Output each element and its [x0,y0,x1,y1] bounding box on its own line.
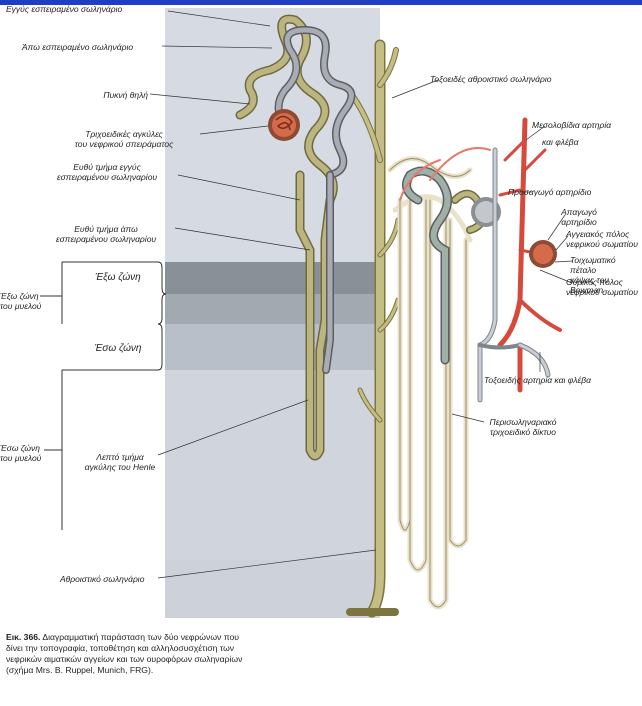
outer-zone-band-lower [165,294,380,324]
outer-zone-band [165,262,380,294]
label-proximal-straight: Ευθύ τμήμα εγγύς εσπειραμένου σωληναρίου [34,162,180,182]
left-glomerulus [268,109,300,141]
label-medulla-outer: Έξω ζώνη του μυελού [0,291,41,311]
right-nephron [406,171,482,360]
small-glomerulus [529,240,557,268]
label-interlobular-artery: Μεσολοβίδια αρτηρία [532,120,611,130]
caption-text: Διαγραμματική παράσταση των δύο νεφρώνων… [6,632,242,675]
caption-figure-number: Εικ. 366. [6,632,40,642]
label-glomerular-loops: Τριχοειδικές αγκύλες του νεφρικού σπειρά… [50,129,198,149]
label-urinary-pole: Ουρικός πόλος νεφρικού σωματίου [566,277,638,297]
label-efferent-arteriole: Απαγωγό αρτηρίδιο [555,207,603,227]
label-distal-convoluted: Άπω εσπειραμένο σωληνάριο [22,42,133,52]
label-collecting-duct: Αθροιστικό σωληνάριο [60,574,144,584]
label-distal-straight: Ευθύ τμήμα άπω εσπειραμένου σωληναρίου [36,224,176,244]
label-vascular-pole: Αγγειακός πόλος νεφρικού σωματίου [566,229,638,249]
zone-brackets [40,262,166,530]
label-inner-zone: Έσω ζώνη [80,343,156,355]
inner-zone-band [165,324,380,370]
label-peritubular-network: Περισωληναριακό τριχοειδικό δίκτυο [484,417,562,437]
label-arcuate-artery-vein: Τοξοειδής αρτηρία και φλέβα [484,375,591,385]
label-medulla-inner: Έσω ζώνη του μυελού [0,443,41,463]
label-outer-zone: Έξω ζώνη [80,272,156,284]
label-macula-densa: Πυκνή θηλή [40,90,148,100]
label-arcuate-collecting: Τοξοειδές αθροιστικό σωληνάριο [430,74,552,84]
figure-caption: Εικ. 366. Διαγραμματική παράσταση των δύ… [6,632,251,676]
label-thin-henle: Λεπτό τμήμα αγκύλης του Henle [74,452,166,472]
label-afferent-arteriole: Προσαγωγό αρτηρίδιο [508,187,591,197]
label-proximal-convoluted: Εγγύς εσπειραμένο σωληνάριο [6,4,122,14]
label-and-vein: και φλέβα [542,137,578,147]
